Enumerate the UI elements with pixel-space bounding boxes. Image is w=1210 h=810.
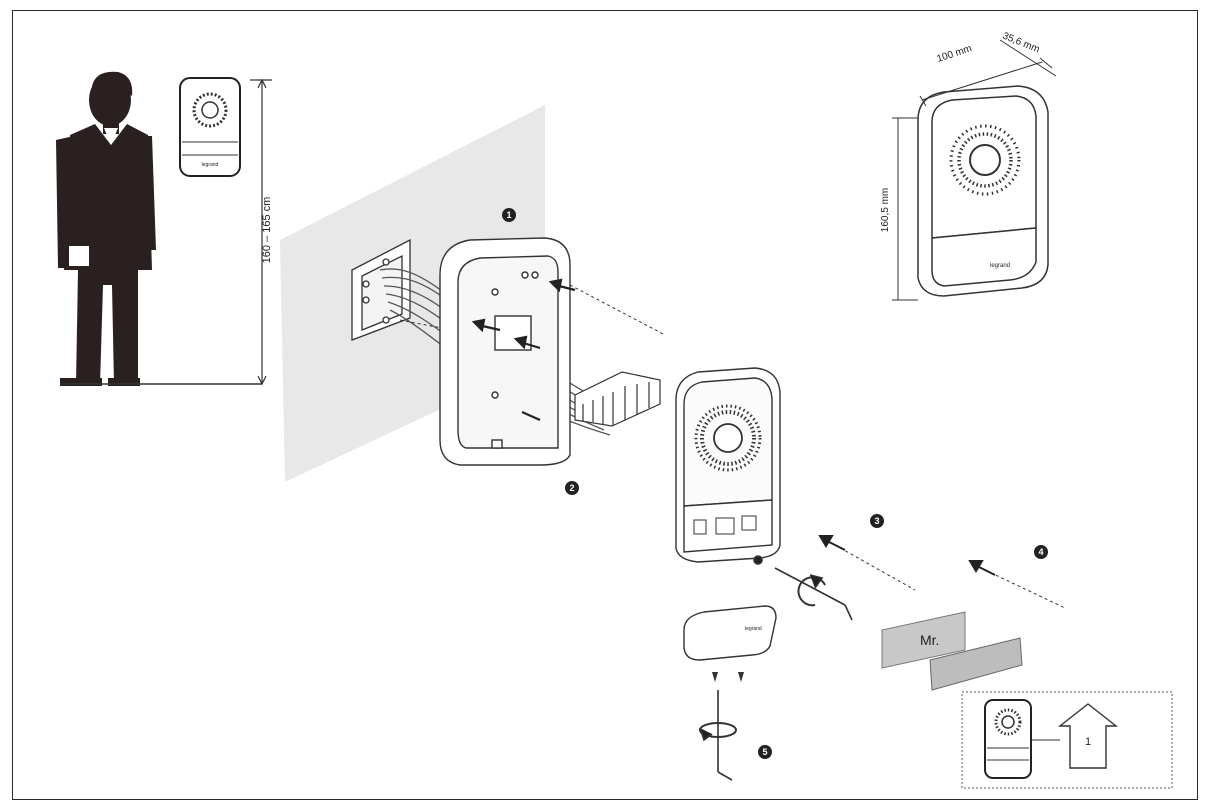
step-badge-2: 2 <box>565 481 579 495</box>
shirt-collar <box>104 128 118 145</box>
floor-number: 1 <box>1085 736 1091 748</box>
width-dimension-label: 100 mm <box>936 43 974 65</box>
height-dimension <box>250 78 272 386</box>
terminal-blocks <box>574 371 661 427</box>
person-height-label: 160 – 165 cm <box>261 197 273 264</box>
mounting-frame <box>439 237 571 466</box>
step-badge-1: 1 <box>502 208 516 222</box>
step-badge-5: 5 <box>758 745 772 759</box>
dimension-device: legrand <box>917 85 1049 297</box>
allen-key <box>699 690 737 781</box>
step-arrows <box>818 535 996 576</box>
floor-inset: 1 <box>961 691 1173 789</box>
front-cover: legrand <box>683 605 777 661</box>
label-cover <box>929 637 1023 691</box>
svg-text:3: 3 <box>874 516 879 526</box>
brand-logo-cover: legrand <box>745 626 762 632</box>
person-figure <box>56 71 156 386</box>
svg-text:5: 5 <box>762 747 767 757</box>
step-badge-4: 4 <box>1034 545 1048 559</box>
brand-logo-dim: legrand <box>990 263 1010 269</box>
svg-text:1: 1 <box>506 210 511 220</box>
diagram-frame <box>12 10 1198 800</box>
wall-unit-small: legrand <box>179 77 241 177</box>
svg-text:4: 4 <box>1038 547 1043 557</box>
svg-text:2: 2 <box>569 483 574 493</box>
dimension-lines <box>892 39 1057 301</box>
name-plate-text: Mr. <box>920 632 939 648</box>
screwdriver-tool <box>753 555 853 621</box>
name-plate: Mr. <box>881 611 966 669</box>
cover-screws <box>712 672 744 682</box>
brand-logo-small: legrand <box>202 162 219 168</box>
depth-dimension-label: 35,6 mm <box>1001 31 1041 56</box>
intercom-unit <box>675 367 781 563</box>
step-badge-3: 3 <box>870 514 884 528</box>
frame-screws <box>471 278 576 422</box>
height-dimension-label: 160,5 mm <box>880 188 891 232</box>
